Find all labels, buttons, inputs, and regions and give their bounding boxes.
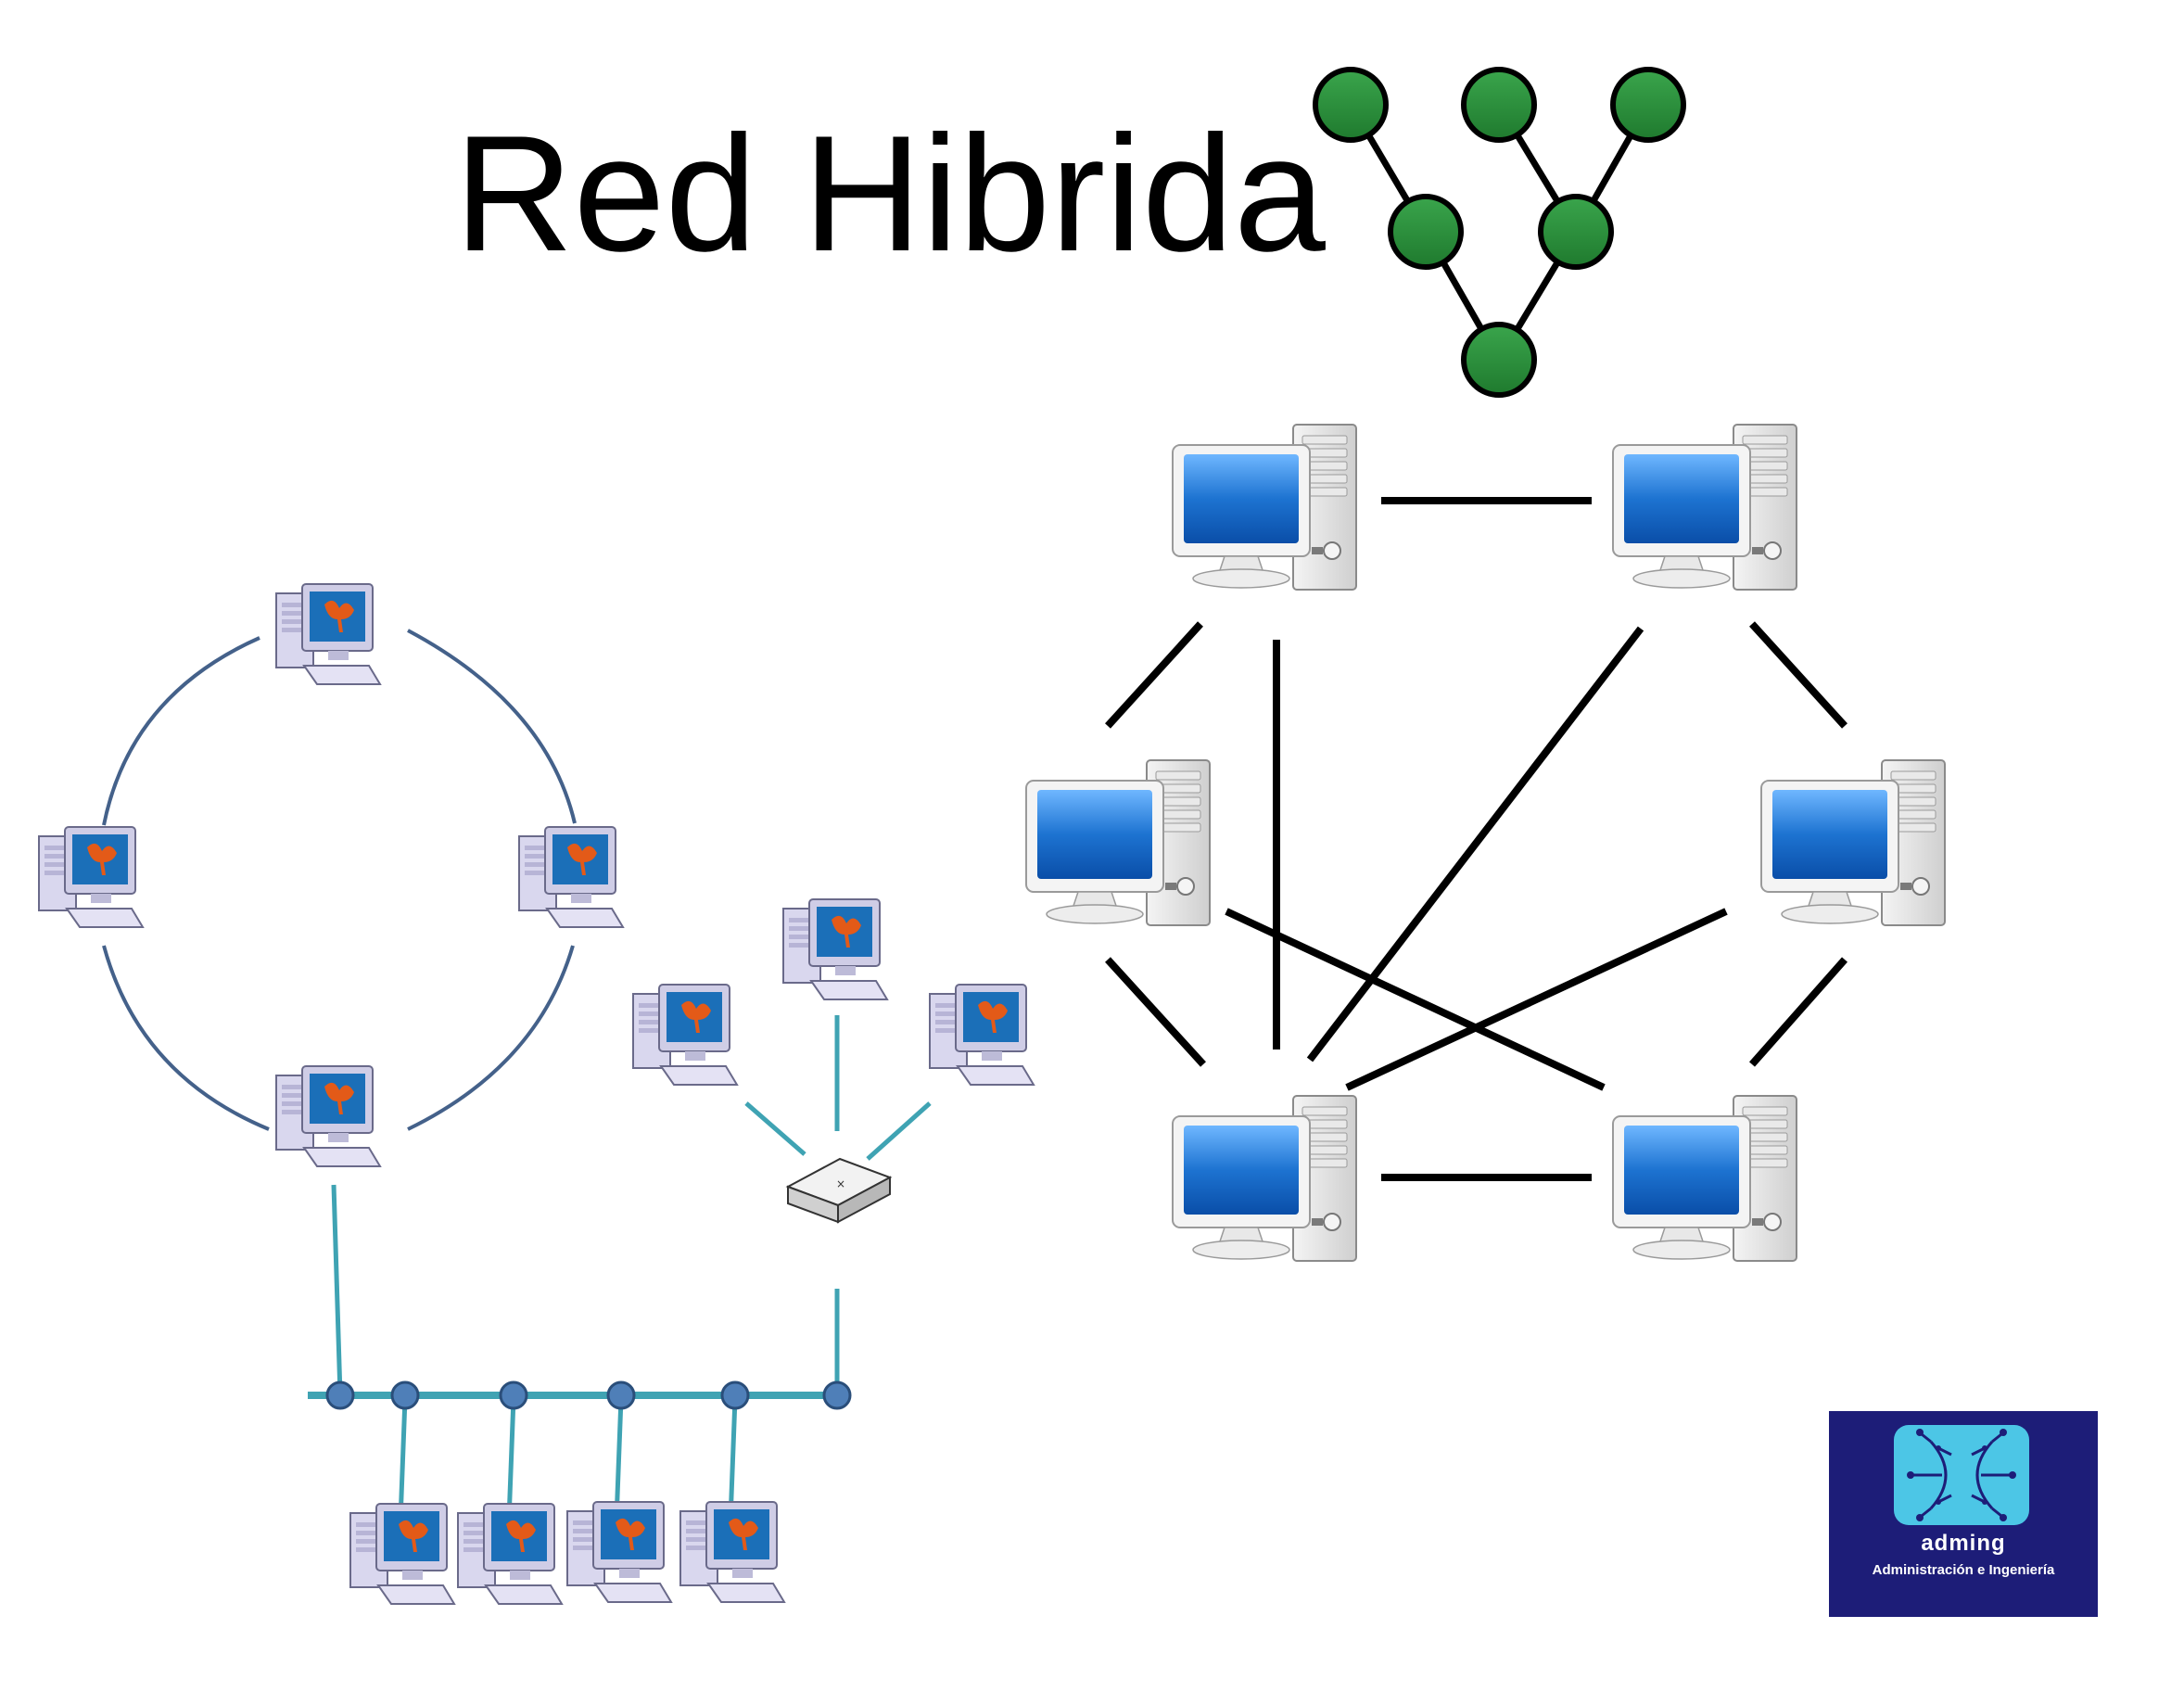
- green-node-icon: [1313, 67, 1389, 143]
- desktop-computer-icon: [632, 984, 739, 1086]
- mesh-cable: [1749, 957, 1848, 1067]
- desktop-computer-icon: [1612, 1095, 1797, 1262]
- desktop-computer-icon: [275, 583, 382, 685]
- network-hub-icon: ×: [785, 1157, 893, 1224]
- bus-drop: [506, 1397, 516, 1521]
- bus-junction-icon: [499, 1380, 528, 1410]
- mesh-cable: [1345, 908, 1728, 1091]
- circuit-logo-icon: [1894, 1425, 2029, 1525]
- page-title: Red Hibrida: [454, 101, 1326, 286]
- company-logo: adming Administración e Ingeniería: [1829, 1411, 2098, 1617]
- mesh-cable: [1225, 908, 1606, 1091]
- desktop-computer-icon: [782, 898, 889, 1000]
- ring-cable: [102, 945, 270, 1131]
- green-node-icon: [1461, 67, 1537, 143]
- bus-junction-icon: [720, 1380, 750, 1410]
- bus-drop: [614, 1397, 624, 1521]
- desktop-computer-icon: [349, 1503, 456, 1605]
- star-cable: [744, 1101, 806, 1156]
- mesh-cable: [1105, 957, 1206, 1067]
- desktop-computer-icon: [929, 984, 1035, 1086]
- bus-junction-icon: [606, 1380, 636, 1410]
- desktop-computer-icon: [518, 826, 625, 928]
- desktop-computer-icon: [566, 1501, 673, 1603]
- green-node-icon: [1610, 67, 1686, 143]
- desktop-computer-icon: [1172, 1095, 1357, 1262]
- desktop-computer-icon: [1172, 424, 1357, 591]
- desktop-computer-icon: [1612, 424, 1797, 591]
- ring-cable: [102, 636, 260, 826]
- bus-drop: [728, 1397, 738, 1521]
- logo-tagline: Administración e Ingeniería: [1872, 1562, 2055, 1578]
- mesh-network: [1025, 424, 1946, 1262]
- bus-drop: [331, 1184, 343, 1396]
- bus-junction-icon: [325, 1380, 355, 1410]
- tree-topology-icon: [1313, 67, 1686, 398]
- bus-network: [308, 1184, 852, 1605]
- logo-name: adming: [1921, 1531, 2006, 1556]
- mesh-cable: [1306, 626, 1644, 1062]
- ring-cable: [407, 629, 577, 824]
- ring-cable: [407, 945, 575, 1131]
- desktop-computer-icon: [275, 1065, 382, 1167]
- bus-drop: [398, 1397, 408, 1521]
- green-node-icon: [1461, 322, 1537, 398]
- svg-text:×: ×: [836, 1177, 845, 1190]
- star-cable: [866, 1101, 932, 1161]
- desktop-computer-icon: [679, 1501, 786, 1603]
- desktop-computer-icon: [1025, 759, 1211, 926]
- ring-network: [38, 583, 625, 1167]
- mesh-cable: [1105, 621, 1203, 729]
- green-node-icon: [1538, 194, 1614, 270]
- star-network: ×: [632, 898, 1035, 1224]
- mesh-cable: [1749, 621, 1848, 729]
- bus-junction-icon: [390, 1380, 420, 1410]
- desktop-computer-icon: [38, 826, 145, 928]
- desktop-computer-icon: [1760, 759, 1946, 926]
- green-node-icon: [1388, 194, 1464, 270]
- desktop-computer-icon: [457, 1503, 564, 1605]
- bus-junction-icon: [822, 1380, 852, 1410]
